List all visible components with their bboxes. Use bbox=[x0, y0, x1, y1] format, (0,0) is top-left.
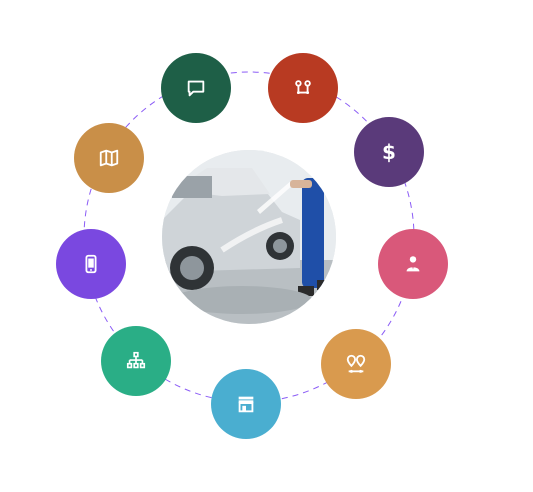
sitemap-icon bbox=[126, 351, 146, 369]
sitemap-node[interactable] bbox=[101, 326, 171, 396]
map-node[interactable] bbox=[74, 123, 144, 193]
storefront-icon bbox=[238, 396, 254, 413]
location-pins-icon bbox=[346, 354, 366, 373]
chat-bubble-icon bbox=[187, 80, 205, 97]
mobile-node[interactable] bbox=[56, 229, 126, 299]
car-wash-photo bbox=[162, 150, 336, 324]
store-node[interactable] bbox=[211, 369, 281, 439]
mobile-phone-icon bbox=[85, 254, 97, 274]
chat-node[interactable] bbox=[161, 53, 231, 123]
route-pins-icon bbox=[295, 80, 311, 95]
pins-node[interactable] bbox=[321, 329, 391, 399]
dollar-icon: $ bbox=[382, 140, 396, 164]
route-node[interactable] bbox=[268, 53, 338, 123]
folded-map-icon bbox=[99, 149, 119, 167]
user-agent-icon bbox=[406, 256, 420, 272]
agent-node[interactable] bbox=[378, 229, 448, 299]
dollar-node[interactable]: $ bbox=[354, 117, 424, 187]
